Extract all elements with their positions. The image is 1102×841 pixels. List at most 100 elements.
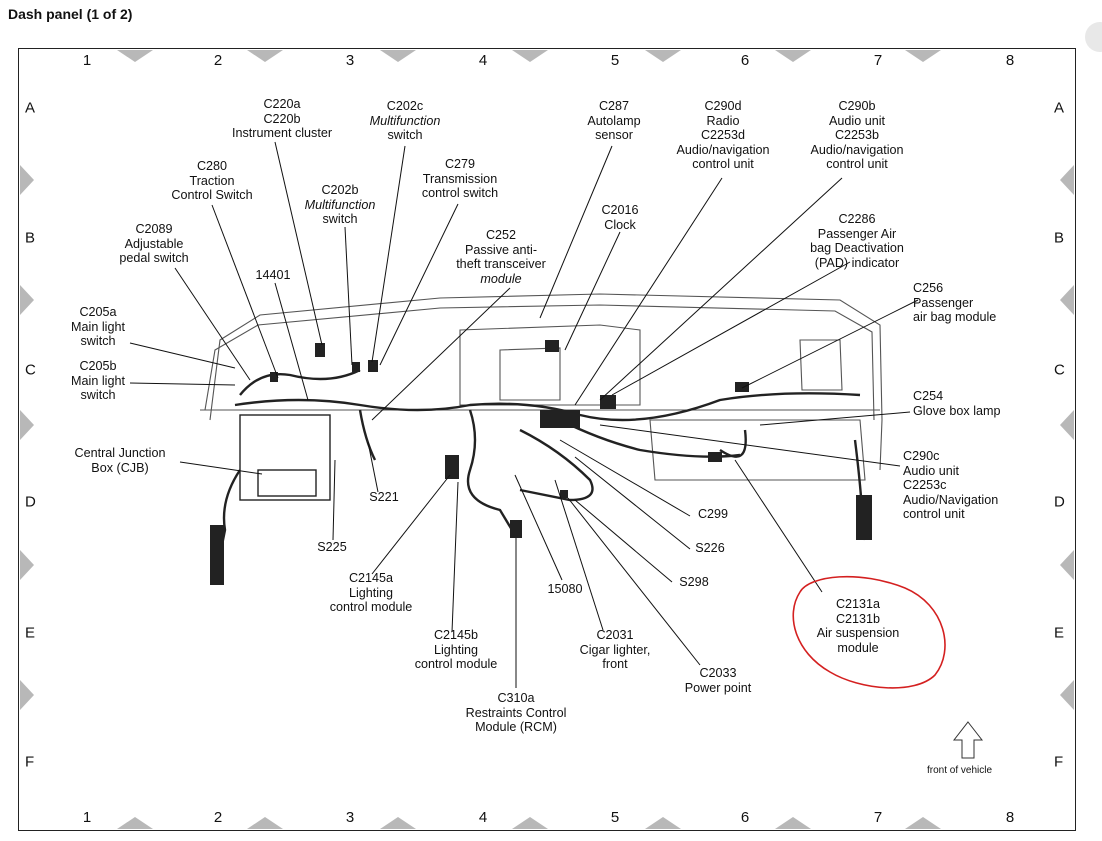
label-line: Transmission (422, 171, 498, 186)
label-line: Audio/Navigation (903, 492, 999, 507)
label-line: control unit (826, 157, 888, 171)
label-line: C205b (79, 359, 117, 373)
label-line: C2033 (699, 666, 737, 680)
label-line: C290b (838, 99, 876, 113)
label-line: C2286 (838, 212, 876, 226)
label-line: front (602, 657, 628, 671)
label-line: sensor (595, 128, 633, 142)
label-line: (PAD) indicator (814, 255, 900, 270)
label-line: module (837, 640, 879, 655)
label-line: C290d (704, 99, 742, 113)
label-line: Main light (71, 373, 125, 388)
label-s225: S225 (310, 540, 354, 555)
label-line: switch (80, 334, 116, 348)
grid-row-letter: D (1054, 493, 1065, 511)
label-line: Main light (71, 319, 125, 334)
grid-column-number: 8 (1005, 809, 1015, 826)
label-line: S298 (679, 575, 709, 589)
label-line: Audio/navigation (810, 142, 904, 157)
label-line: control unit (903, 507, 965, 521)
label-line: control module (414, 657, 498, 671)
grid-column-number: 8 (1005, 52, 1015, 69)
grid-row-letter: C (1054, 361, 1065, 379)
label-line: C254 (913, 389, 944, 403)
label-line: C2145a (348, 571, 394, 585)
corner-button[interactable] (1085, 22, 1102, 52)
label-line: Power point (684, 680, 752, 695)
label-line: C310a (497, 691, 535, 705)
label-line: C2253c (903, 478, 947, 492)
label-line: Passive anti- (464, 242, 538, 257)
label-line: C252 (485, 228, 517, 242)
label-s298: S298 (672, 575, 716, 590)
label-line: bag Deactivation (810, 241, 904, 255)
label-line: Radio (706, 113, 740, 128)
label-line: C205a (79, 305, 117, 319)
label-s221: S221 (364, 490, 404, 505)
grid-row-letter: B (25, 229, 36, 247)
label-line: Box (CJB) (91, 460, 149, 475)
label-line: Air suspension (816, 626, 900, 640)
label-line: S225 (317, 540, 347, 554)
label-line: S221 (369, 490, 399, 504)
diagram-frame (18, 48, 1076, 831)
grid-column-number: 4 (478, 809, 488, 826)
label-line: C202b (321, 183, 359, 197)
label-line: C256 (913, 281, 944, 295)
label-line: Audio unit (903, 463, 960, 478)
page-title: Dash panel (1 of 2) (8, 6, 133, 22)
grid-column-number: 1 (82, 809, 92, 826)
front-of-vehicle-label: front of vehicle (927, 765, 993, 776)
label-line: C220b (263, 111, 301, 126)
label-line: control unit (692, 157, 754, 171)
grid-row-letter: D (25, 493, 36, 511)
label-line: C280 (196, 159, 228, 173)
label-line: 14401 (255, 268, 291, 282)
label-c299: C299 (688, 507, 738, 522)
label-line: control switch (421, 186, 499, 200)
grid-row-letter: B (1054, 229, 1065, 247)
frame-ticks (20, 50, 1074, 829)
label-line: C2131a (835, 597, 881, 611)
grid-row-letter: E (25, 624, 36, 642)
label-line: Restraints Control (465, 705, 567, 720)
grid-column-number: 3 (345, 52, 355, 69)
grid-row-letter: C (25, 361, 36, 379)
label-line: Lighting (433, 642, 479, 657)
grid-column-number: 6 (740, 809, 750, 826)
label-line: theft transceiver (456, 257, 546, 271)
front-arrow-icon (952, 721, 984, 759)
connectors (210, 340, 872, 585)
label-line: C290c (903, 449, 940, 463)
grid-column-number: 5 (610, 809, 620, 826)
label-line: C2253d (700, 128, 746, 142)
label-line: C2253b (834, 128, 880, 142)
label-line: Audio unit (828, 113, 885, 128)
label-line: Passenger (913, 295, 974, 310)
label-line: Clock (604, 217, 636, 232)
grid-row-letter: F (25, 753, 35, 771)
label-line: module (480, 271, 522, 286)
label-line: switch (80, 388, 116, 402)
highlight-circle (792, 575, 946, 689)
